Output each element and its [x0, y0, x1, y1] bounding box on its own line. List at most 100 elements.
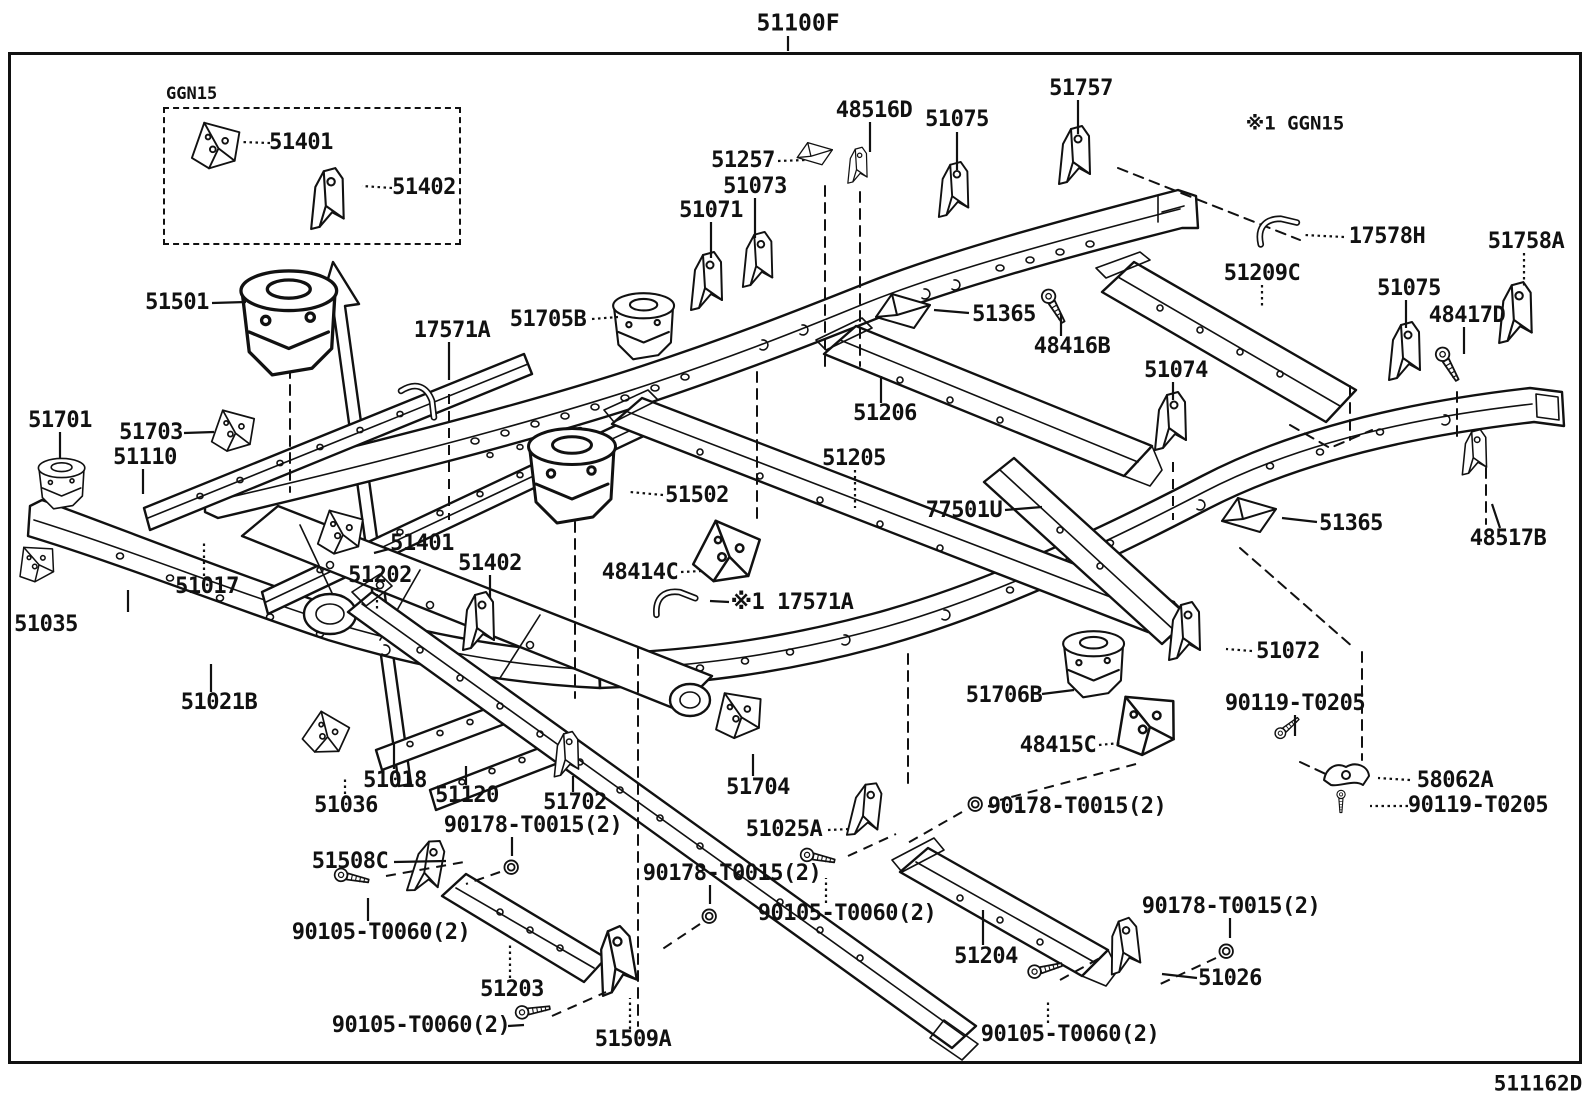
part-shape-51075-a	[937, 160, 970, 219]
part-label-51036: 51036	[314, 793, 378, 818]
part-label-90119-t0205-a: 90119-T0205	[1224, 691, 1366, 716]
part-label-90105-t0060-a: 90105-T0060(2)	[291, 920, 471, 945]
part-shape-48415c	[1108, 687, 1184, 761]
leader-line-51026	[1161, 972, 1198, 980]
leader-line-90105-t0060-b	[507, 1023, 525, 1028]
part-label-51074: 51074	[1144, 358, 1208, 383]
leader-line-90105-t0060-a	[385, 861, 465, 877]
part-shape-51036	[298, 707, 353, 760]
part-label-51757: 51757	[1049, 76, 1113, 101]
part-label-51501: 51501	[145, 290, 209, 315]
doc-number: 511162D	[1493, 1071, 1583, 1096]
part-shape-51703	[210, 409, 256, 453]
part-label-51071: 51071	[679, 198, 743, 223]
part-label-51120: 51120	[435, 783, 499, 808]
part-label-51702: 51702	[543, 790, 607, 815]
part-label-90178-t0015-d: 90178-T0015(2)	[1141, 894, 1321, 919]
part-label-51705b: 51705B	[509, 307, 587, 332]
leader-line-90105-t0060-c	[847, 833, 897, 857]
leader-line-90178-t0015-b	[657, 923, 701, 953]
inset-variant-label: GGN15	[166, 84, 218, 104]
part-label-17571a: 17571A	[413, 318, 491, 343]
part-label-51701: 51701	[28, 408, 92, 433]
part-label-51402-a: 51402	[392, 175, 456, 200]
part-label-51025a: 51025A	[745, 817, 823, 842]
part-shape-90105-t0060-b	[513, 1000, 552, 1021]
part-label-51072: 51072	[1256, 639, 1320, 664]
leader-line-51508c	[393, 859, 447, 864]
part-label-51257: 51257	[711, 148, 775, 173]
part-shape-51501	[238, 268, 339, 377]
part-label-51073: 51073	[723, 174, 787, 199]
part-shape-51071	[689, 250, 724, 312]
part-label-51703: 51703	[119, 420, 183, 445]
part-shape-48516d	[847, 146, 868, 184]
leader-line-51401-a	[239, 140, 271, 145]
part-label-48416b: 48416B	[1033, 334, 1111, 359]
leader-line-51072	[1225, 647, 1253, 653]
part-label-90178-t0015-c: 90178-T0015(2)	[987, 794, 1167, 819]
variant-note: ※1 GGN15	[1245, 112, 1345, 135]
part-shape-51206	[815, 317, 1163, 487]
part-shape-90178-t0015-d	[1218, 943, 1235, 960]
part-label-17578h: 17578H	[1348, 224, 1426, 249]
part-label-90105-t0060-c: 90105-T0060(2)	[757, 901, 937, 926]
leader-line-90105-t0060-d	[1059, 957, 1101, 981]
part-label-90119-t0205-b: 90119-T0205	[1407, 793, 1549, 818]
part-label-48517b: 48517B	[1469, 526, 1547, 551]
part-shape-51402-a	[309, 166, 345, 231]
part-shape-90178-t0015-a	[503, 859, 520, 876]
leader-line-51402-a	[361, 184, 393, 190]
part-shape-51074	[1153, 390, 1188, 452]
part-label-51758a: 51758A	[1487, 229, 1565, 254]
part-label-17571a-2: ※1 17571A	[730, 590, 854, 615]
part-shape-48414c	[689, 517, 763, 589]
part-shape-51025a	[845, 779, 885, 841]
part-shape-48417d	[1432, 343, 1465, 385]
leader-line-17571a-2	[709, 599, 730, 604]
part-label-51401-b: 51401	[390, 531, 454, 556]
part-label-51018: 51018	[363, 768, 427, 793]
part-shape-48517b	[1461, 428, 1488, 476]
leader-line-51705b	[591, 315, 619, 321]
part-shape-90178-t0015-b	[701, 908, 718, 925]
part-label-51209c: 51209C	[1223, 261, 1301, 286]
part-shape-51021b	[302, 573, 979, 1061]
leader-line-51703	[183, 430, 215, 435]
part-shape-17571a-2	[656, 589, 696, 620]
leader-line-90178-t0015-d	[1155, 957, 1217, 987]
leader-line-48414c	[680, 569, 703, 574]
part-label-51026: 51026	[1198, 966, 1262, 991]
part-label-51508c: 51508C	[311, 849, 389, 874]
part-shape-51401-a	[190, 121, 241, 170]
part-label-51365-a: 51365	[972, 302, 1036, 327]
leader-line-51502	[629, 490, 664, 497]
part-label-51402-b: 51402	[458, 551, 522, 576]
leader-line-51025a	[827, 827, 851, 832]
part-shape-51757	[1057, 124, 1092, 186]
part-label-51075-b: 51075	[1377, 276, 1441, 301]
part-label-90105-t0060-d: 90105-T0060(2)	[980, 1022, 1160, 1047]
part-shape-51075-b	[1387, 320, 1422, 382]
part-label-90105-t0060-b: 90105-T0060(2)	[331, 1013, 511, 1038]
part-label-51110: 51110	[113, 445, 177, 470]
part-label-51203: 51203	[480, 977, 544, 1002]
leader-line-51365-b	[1281, 516, 1318, 524]
part-label-51706b: 51706B	[965, 683, 1043, 708]
part-shape-51705b	[611, 291, 676, 361]
part-shape-51704	[711, 688, 766, 742]
part-shape-51365-b	[1220, 496, 1278, 534]
leader-line-90178-t0015-a	[465, 871, 501, 885]
leader-line-51501	[211, 300, 247, 305]
leader-line-48517b	[1490, 503, 1502, 529]
part-label-51509a: 51509A	[594, 1027, 672, 1052]
part-shape-51110	[142, 352, 534, 532]
part-label-51205: 51205	[822, 446, 886, 471]
part-shape-58062a	[1322, 763, 1371, 787]
part-shape-51035	[13, 540, 60, 586]
part-label-51202: 51202	[348, 563, 412, 588]
part-shape-51502	[526, 426, 618, 525]
inset-variant-box	[163, 107, 461, 245]
leader-line-51401-b	[373, 547, 390, 555]
